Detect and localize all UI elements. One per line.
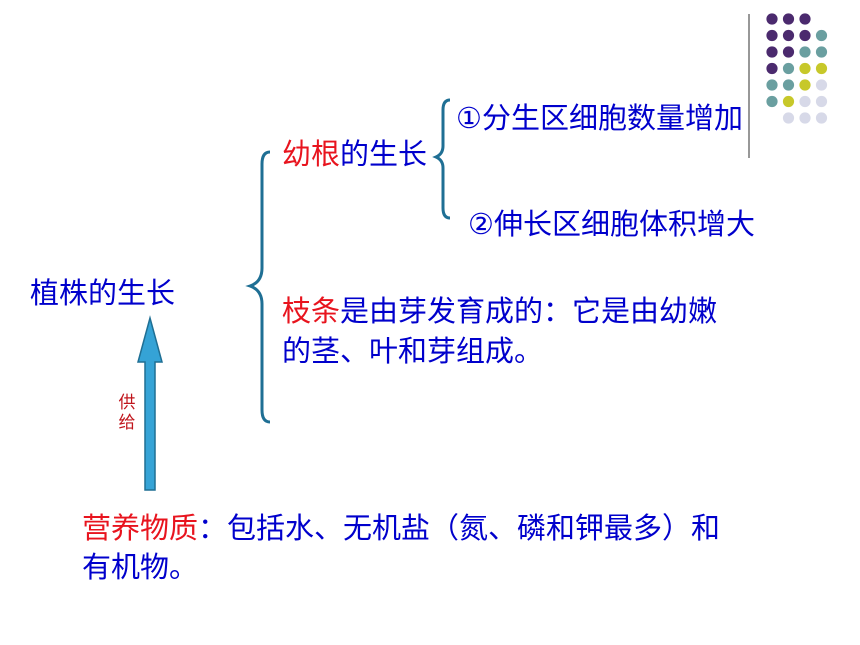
branch-rest-1: 是由芽发育成的：它是由幼嫩 <box>340 294 718 328</box>
decorative-dot <box>766 13 778 25</box>
decorative-dot <box>766 29 778 42</box>
root-growth-label: 幼根的生长 <box>282 136 427 172</box>
decorative-dot <box>799 13 811 25</box>
decorative-dot <box>799 29 811 42</box>
root-growth-curly-brace <box>432 98 451 220</box>
decorative-dot <box>782 46 795 58</box>
branch-highlight: 枝条 <box>282 294 341 328</box>
branch-description-line-1: 枝条是由芽发育成的：它是由幼嫩 <box>282 293 717 329</box>
nutrients-line-2: 有机物。 <box>82 550 199 584</box>
decorative-dot <box>799 62 811 75</box>
decorative-dot <box>815 112 828 124</box>
root-growth-highlight: 幼根 <box>282 137 341 171</box>
decorative-dot <box>782 112 795 124</box>
branch-description-line-2: 的茎、叶和芽组成。 <box>282 334 544 368</box>
root-growth-item-2: ②伸长区细胞体积增大 <box>468 207 755 241</box>
decorative-dot <box>815 29 828 42</box>
decorative-dot <box>766 62 778 75</box>
decorative-dot <box>799 46 811 58</box>
decorative-dot <box>815 62 828 75</box>
decorative-dot <box>815 95 828 108</box>
plant-growth-label: 植株的生长 <box>30 276 176 310</box>
nutrients-rest-1: ：包括水、无机盐（氮、磷和钾最多）和 <box>198 511 721 545</box>
nutrients-highlight: 营养物质 <box>82 511 199 545</box>
decorative-dot <box>782 62 795 75</box>
decorative-dot <box>782 29 795 42</box>
nutrients-line-1: 营养物质：包括水、无机盐（氮、磷和钾最多）和 <box>82 510 720 546</box>
decorative-dot <box>766 95 778 108</box>
supply-arrow-label: 供给 <box>118 393 136 433</box>
supply-arrow <box>137 315 163 491</box>
decorative-dot <box>815 46 828 58</box>
decorative-dot <box>766 46 778 58</box>
decorative-dot <box>766 79 778 91</box>
main-curly-brace <box>245 150 271 424</box>
decorative-dot <box>782 79 795 91</box>
decorative-dot <box>799 79 811 91</box>
decorative-dot <box>782 13 795 25</box>
decorative-dot <box>799 95 811 108</box>
decorative-dot <box>782 95 795 108</box>
root-growth-rest: 的生长 <box>340 137 428 171</box>
decorative-dot <box>799 112 811 124</box>
decorative-dot <box>815 79 828 91</box>
root-growth-item-1: ①分生区细胞数量增加 <box>456 101 743 135</box>
